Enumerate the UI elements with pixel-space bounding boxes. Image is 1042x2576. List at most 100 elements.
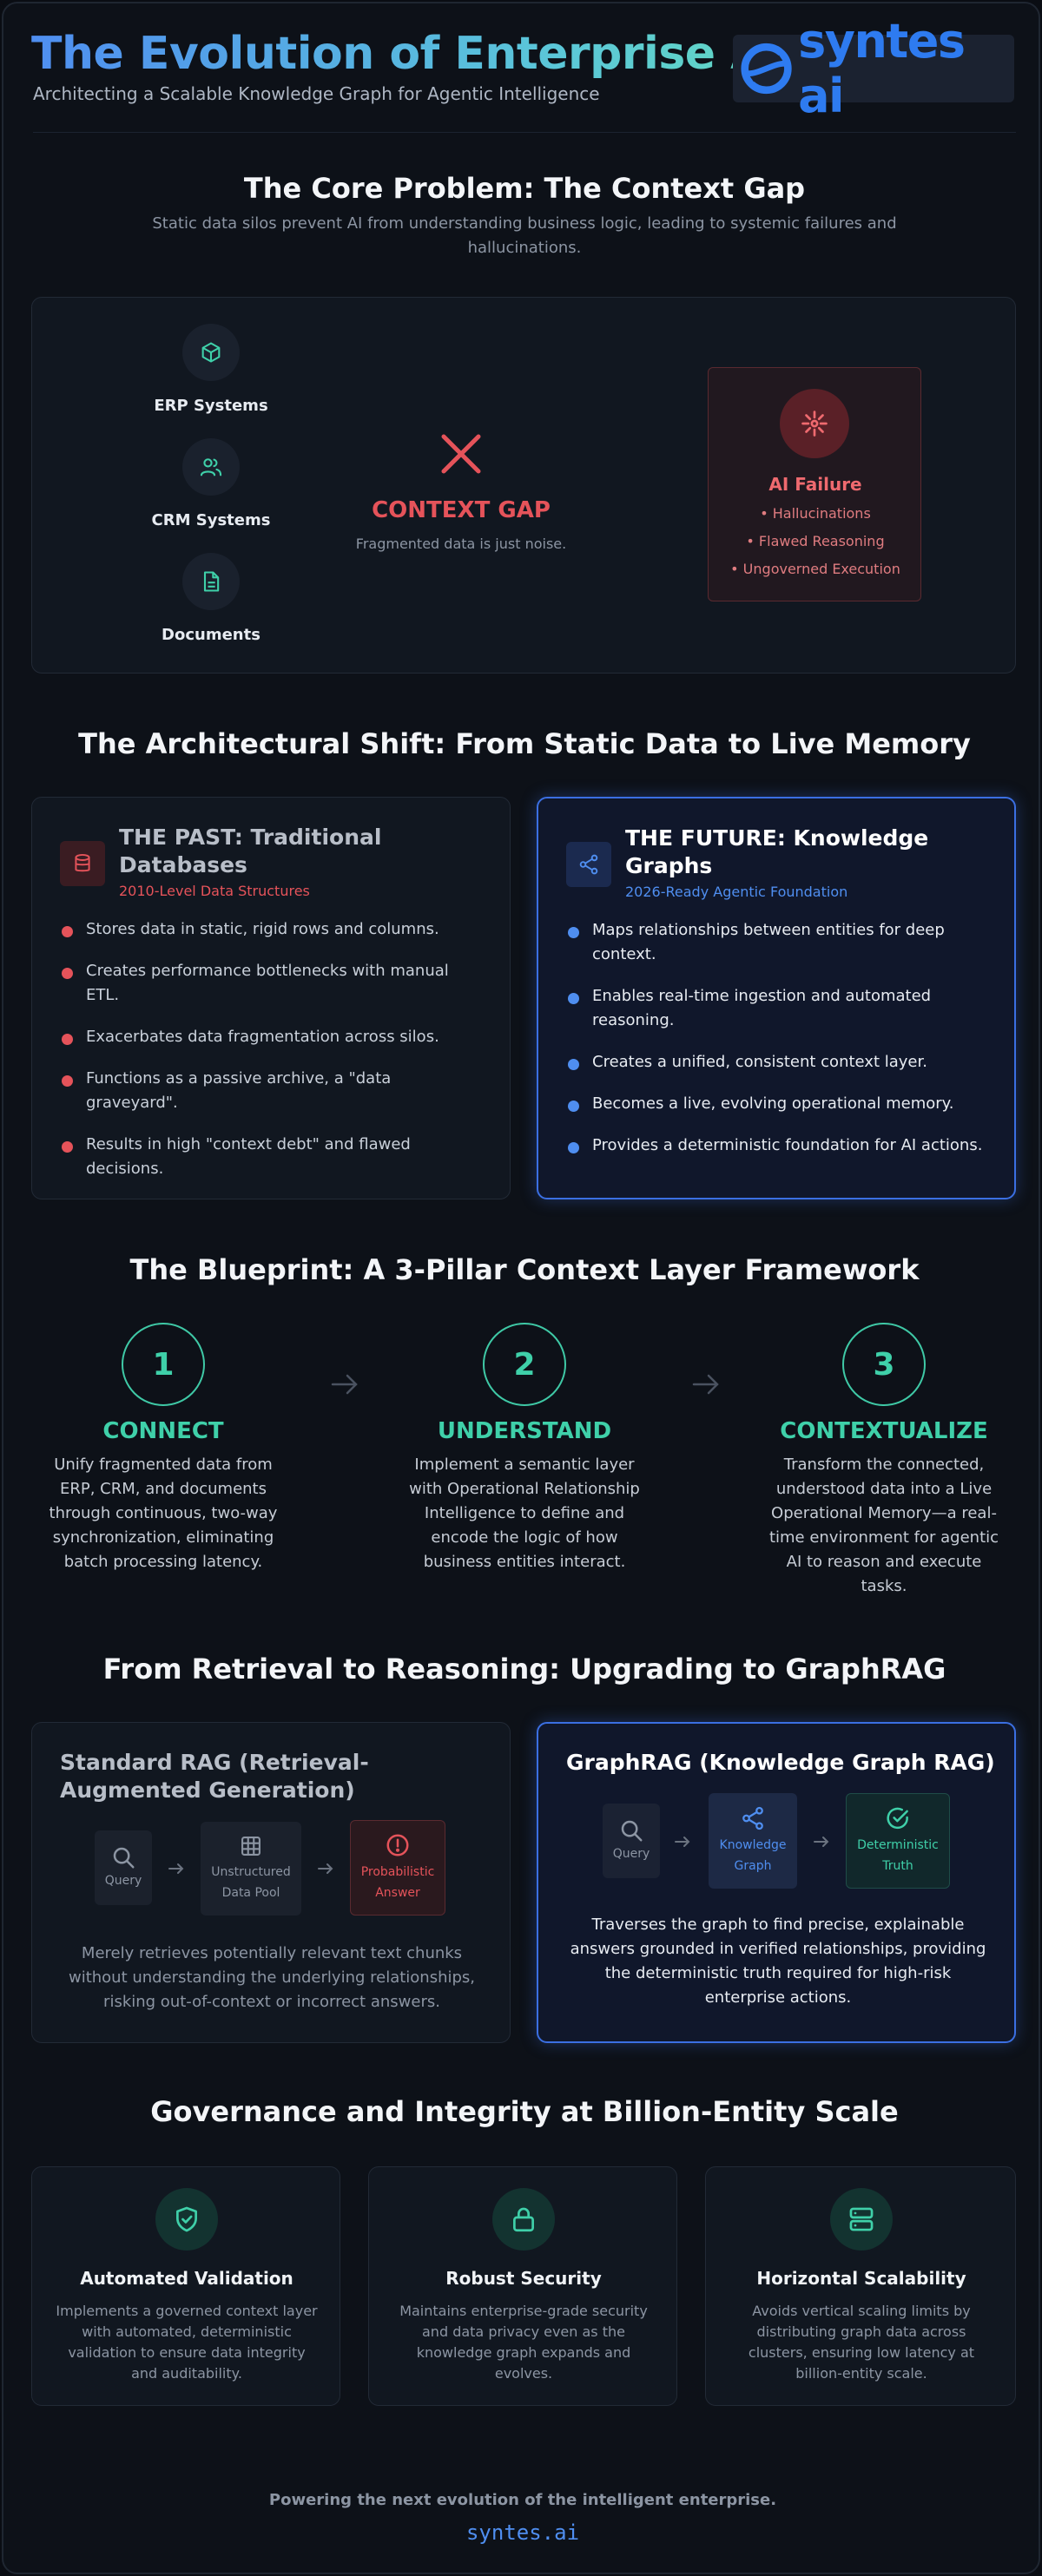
pillar-number-1: 1 [122, 1323, 205, 1406]
arrow-right-icon [168, 1862, 185, 1878]
security-title: Robust Security [445, 2268, 602, 2289]
governance-card-scalability: Horizontal Scalability Avoids vertical s… [705, 2166, 1016, 2406]
data-source-documents: Documents [115, 553, 307, 644]
standard-rag-title: Standard RAG (Retrieval- Augmented Gener… [60, 1750, 369, 1803]
graphrag-description: Traverses the graph to find precise, exp… [570, 1916, 986, 2007]
deterministic-truth-step: Deterministic Truth [846, 1793, 950, 1889]
validation-title: Automated Validation [80, 2268, 293, 2289]
past-list: Stores data in static, rigid rows and co… [60, 917, 494, 1199]
header-divider [33, 132, 1016, 133]
pillar-desc-contextualize: Transform the connected, understood data… [768, 1456, 999, 1595]
cube-icon [182, 324, 240, 381]
governance-card-security: Robust Security Maintains enterprise-gra… [368, 2166, 677, 2406]
graphrag-panel-title: GraphRAG (Knowledge Graph RAG) [566, 1750, 995, 1775]
bullet-dot [62, 1034, 73, 1045]
bullet-dot [568, 927, 579, 938]
future-panel: THE FUTURE: Knowledge Graphs 2026-Ready … [537, 797, 1016, 1199]
list-item: Provides a deterministic foundation for … [566, 1134, 1009, 1158]
erp-label: ERP Systems [154, 397, 268, 415]
context-gap-title: CONTEXT GAP [372, 497, 551, 523]
context-gap-panel: ERP Systems CRM Systems Documents CONTEX… [31, 297, 1016, 674]
documents-label: Documents [162, 626, 260, 644]
syntes-logo: syntes ai [733, 14, 1014, 123]
future-list: Maps relationships between entities for … [566, 918, 1009, 1175]
core-problem-title: The Core Problem: The Context Gap [243, 172, 806, 205]
bullet-dot [568, 1142, 579, 1153]
data-source-crm: CRM Systems [115, 438, 307, 529]
scalability-description: Avoids vertical scaling limits by distri… [748, 2303, 975, 2382]
list-item: Creates performance bottlenecks with man… [60, 959, 494, 1008]
arrow-right-icon [813, 1835, 830, 1851]
page-title: The Evolution of Enterprise AI [31, 28, 782, 80]
data-source-erp: ERP Systems [115, 324, 307, 415]
validation-description: Implements a governed context layer with… [56, 2303, 318, 2382]
bullet-dot [62, 1141, 73, 1153]
pillar-desc-understand: Implement a semantic layer with Operatio… [409, 1456, 640, 1571]
database-icon [60, 841, 105, 886]
failure-item: • Flawed Reasoning [746, 533, 885, 549]
list-item: Maps relationships between entities for … [566, 918, 1009, 967]
bullet-dot [62, 968, 73, 979]
arrow-right-icon [674, 1835, 691, 1851]
past-title: THE PAST: Traditional Databases [119, 824, 484, 879]
server-icon [830, 2188, 893, 2251]
pillar-name-contextualize: CONTEXTUALIZE [780, 1418, 988, 1444]
arrow-right-icon [330, 1371, 359, 1401]
bullet-dot [568, 993, 579, 1004]
bullet-dot [568, 1101, 579, 1112]
pillar-name-connect: CONNECT [102, 1418, 224, 1444]
arrow-right-icon [317, 1862, 334, 1878]
past-panel: THE PAST: Traditional Databases 2010-Lev… [31, 797, 511, 1199]
pillar-desc-connect: Unify fragmented data from ERP, CRM, and… [49, 1456, 278, 1571]
blueprint-title: The Blueprint: A 3-Pillar Context Layer … [129, 1253, 920, 1286]
core-problem-description: Static data silos prevent AI from unders… [152, 214, 897, 257]
search-icon [113, 1847, 135, 1869]
burst-icon [780, 389, 849, 458]
close-x-icon [437, 430, 485, 482]
past-title-line2: Databases [119, 852, 247, 877]
probabilistic-answer-step: Probabilistic Answer [350, 1820, 445, 1916]
scalability-title: Horizontal Scalability [756, 2268, 966, 2289]
footer-link[interactable]: syntes.ai [465, 2520, 580, 2545]
query-step: Query [603, 1804, 660, 1878]
document-icon [182, 553, 240, 610]
bullet-dot [62, 1075, 73, 1087]
data-pool-step: Unstructured Data Pool [201, 1822, 301, 1916]
list-item: Enables real-time ingestion and automate… [566, 984, 1009, 1033]
pillar-number-2: 2 [483, 1323, 566, 1406]
context-gap-caption: Fragmented data is just noise. [355, 536, 567, 552]
governance-card-validation: Automated Validation Implements a govern… [31, 2166, 340, 2406]
logo-wordmark: syntes ai [798, 14, 966, 123]
syntes-logo-mark-icon [741, 43, 792, 95]
past-title-line1: THE PAST: Traditional [119, 825, 382, 850]
share-network-icon [566, 842, 611, 887]
check-circle-icon [887, 1807, 908, 1830]
arrow-right-icon [691, 1371, 721, 1401]
list-item: Creates a unified, consistent context la… [566, 1050, 1009, 1074]
knowledge-graph-step: Knowledge Graph [709, 1793, 797, 1889]
users-icon [182, 438, 240, 496]
graphrag-title: From Retrieval to Reasoning: Upgrading t… [102, 1653, 946, 1686]
lock-icon [492, 2188, 555, 2251]
standard-rag-description: Merely retrieves potentially relevant te… [68, 1944, 476, 2011]
query-step: Query [95, 1830, 152, 1905]
ai-failure-box: AI Failure • Hallucinations • Flawed Rea… [708, 367, 921, 601]
future-title-line1: THE FUTURE: Knowledge [625, 825, 929, 851]
bullet-dot [62, 926, 73, 937]
security-description: Maintains enterprise-grade security and … [399, 2303, 648, 2382]
pillar-number-3: 3 [842, 1323, 926, 1406]
failure-item: • Hallucinations [760, 505, 871, 522]
list-item: Stores data in static, rigid rows and co… [60, 917, 494, 942]
governance-title: Governance and Integrity at Billion-Enti… [150, 2095, 899, 2128]
past-subtitle: 2010-Level Data Structures [119, 883, 310, 899]
crm-label: CRM Systems [151, 511, 271, 529]
graphrag-panel: GraphRAG (Knowledge Graph RAG) Query Kno… [537, 1722, 1016, 2043]
grid-table-icon [241, 1837, 260, 1856]
standard-rag-panel: Standard RAG (Retrieval- Augmented Gener… [31, 1722, 511, 2043]
future-title-line2: Graphs [625, 853, 713, 878]
failure-item: • Ungoverned Execution [730, 561, 900, 577]
list-item: Results in high "context debt" and flawe… [60, 1133, 494, 1181]
share-network-icon [742, 1806, 763, 1830]
list-item: Exacerbates data fragmentation across si… [60, 1025, 494, 1049]
